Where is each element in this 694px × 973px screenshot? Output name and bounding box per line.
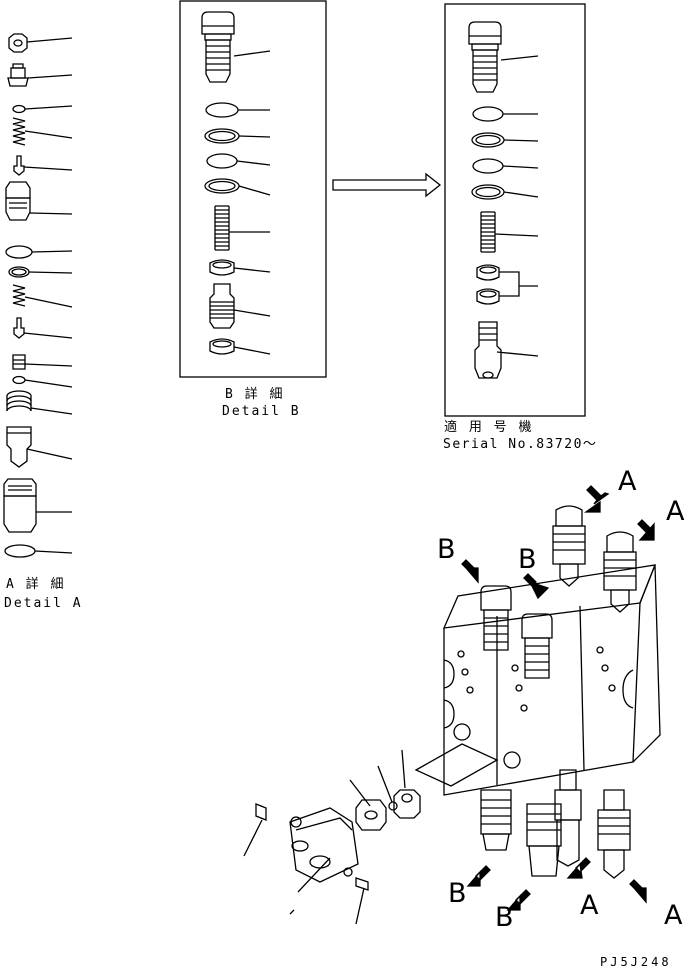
view-marker-b: B — [437, 534, 456, 565]
valve-body-assembly — [243, 505, 661, 925]
detail-b-label-jp: B 詳 細 — [225, 387, 285, 402]
serial-panel-frame — [444, 3, 586, 417]
serial-panel-parts — [468, 21, 539, 379]
drawing-code: PJ5J248 — [600, 955, 672, 969]
detail-b-label-en: Detail B — [222, 404, 301, 419]
view-marker-b: B — [495, 902, 514, 933]
view-marker-a: A — [618, 466, 637, 497]
detail-b-frame — [179, 0, 327, 378]
view-marker-b: B — [448, 878, 467, 909]
serial-label-jp: 適 用 号 機 — [444, 420, 534, 435]
view-marker-a: A — [664, 900, 683, 931]
serial-label-en: Serial No.83720～ — [443, 437, 598, 452]
change-arrow — [332, 172, 442, 198]
detail-a-label-en: Detail A — [4, 596, 83, 611]
detail-a-parts — [3, 33, 73, 558]
view-arrows — [461, 485, 655, 911]
view-marker-a: A — [666, 496, 685, 527]
detail-b-parts — [201, 11, 271, 355]
view-marker-b: B — [518, 544, 537, 575]
view-marker-a: A — [580, 890, 599, 921]
detail-a-label-jp: A 詳 細 — [6, 577, 66, 592]
